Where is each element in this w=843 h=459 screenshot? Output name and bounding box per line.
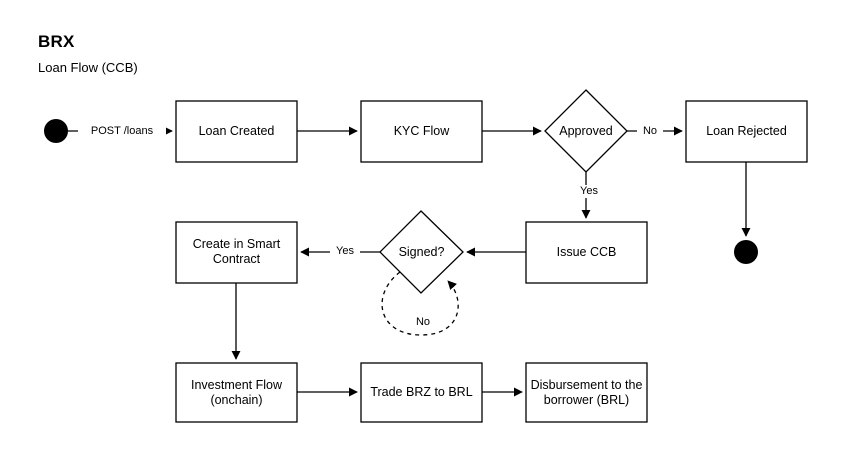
edge-label-approved-yes: Yes xyxy=(575,185,603,198)
node-kyc-flow[interactable]: KYC Flow xyxy=(393,124,450,138)
node-trade-brz-brl[interactable]: Trade BRZ to BRL xyxy=(370,385,473,399)
page-subtitle: Loan Flow (CCB) xyxy=(38,60,138,75)
edge-label-post-loans: POST /loans xyxy=(78,125,166,138)
node-create-smart-contract-shape xyxy=(175,221,298,284)
node-investment-flow[interactable]: Investment Flow (onchain) xyxy=(190,378,282,407)
edge-label-signed-yes: Yes xyxy=(330,245,360,258)
node-loan-rejected-shape xyxy=(685,100,808,163)
node-start-circle xyxy=(44,119,68,143)
node-issue-ccb-shape xyxy=(525,221,648,284)
edge-label-approved-no: No xyxy=(637,125,663,138)
node-loan-created-shape xyxy=(175,100,298,163)
node-signed[interactable]: Signed? xyxy=(398,245,445,259)
node-end-circle xyxy=(734,240,758,264)
node-signed-shape xyxy=(379,210,464,294)
node-approved[interactable]: Approved xyxy=(559,124,613,138)
node-issue-ccb[interactable]: Issue CCB xyxy=(556,245,617,259)
node-kyc-flow-shape xyxy=(360,100,483,163)
node-loan-rejected[interactable]: Loan Rejected xyxy=(706,124,787,138)
node-create-smart-contract[interactable]: Create in Smart Contract xyxy=(192,237,281,266)
node-loan-created[interactable]: Loan Created xyxy=(198,124,275,138)
node-disbursement-shape xyxy=(525,362,648,423)
page-title: BRX xyxy=(38,32,75,51)
edge-label-signed-no: No xyxy=(408,316,438,329)
title-block: BRX Loan Flow (CCB) xyxy=(38,31,438,78)
node-investment-flow-shape xyxy=(175,362,298,423)
node-disbursement[interactable]: Disbursement to the borrower (BRL) xyxy=(530,378,643,407)
